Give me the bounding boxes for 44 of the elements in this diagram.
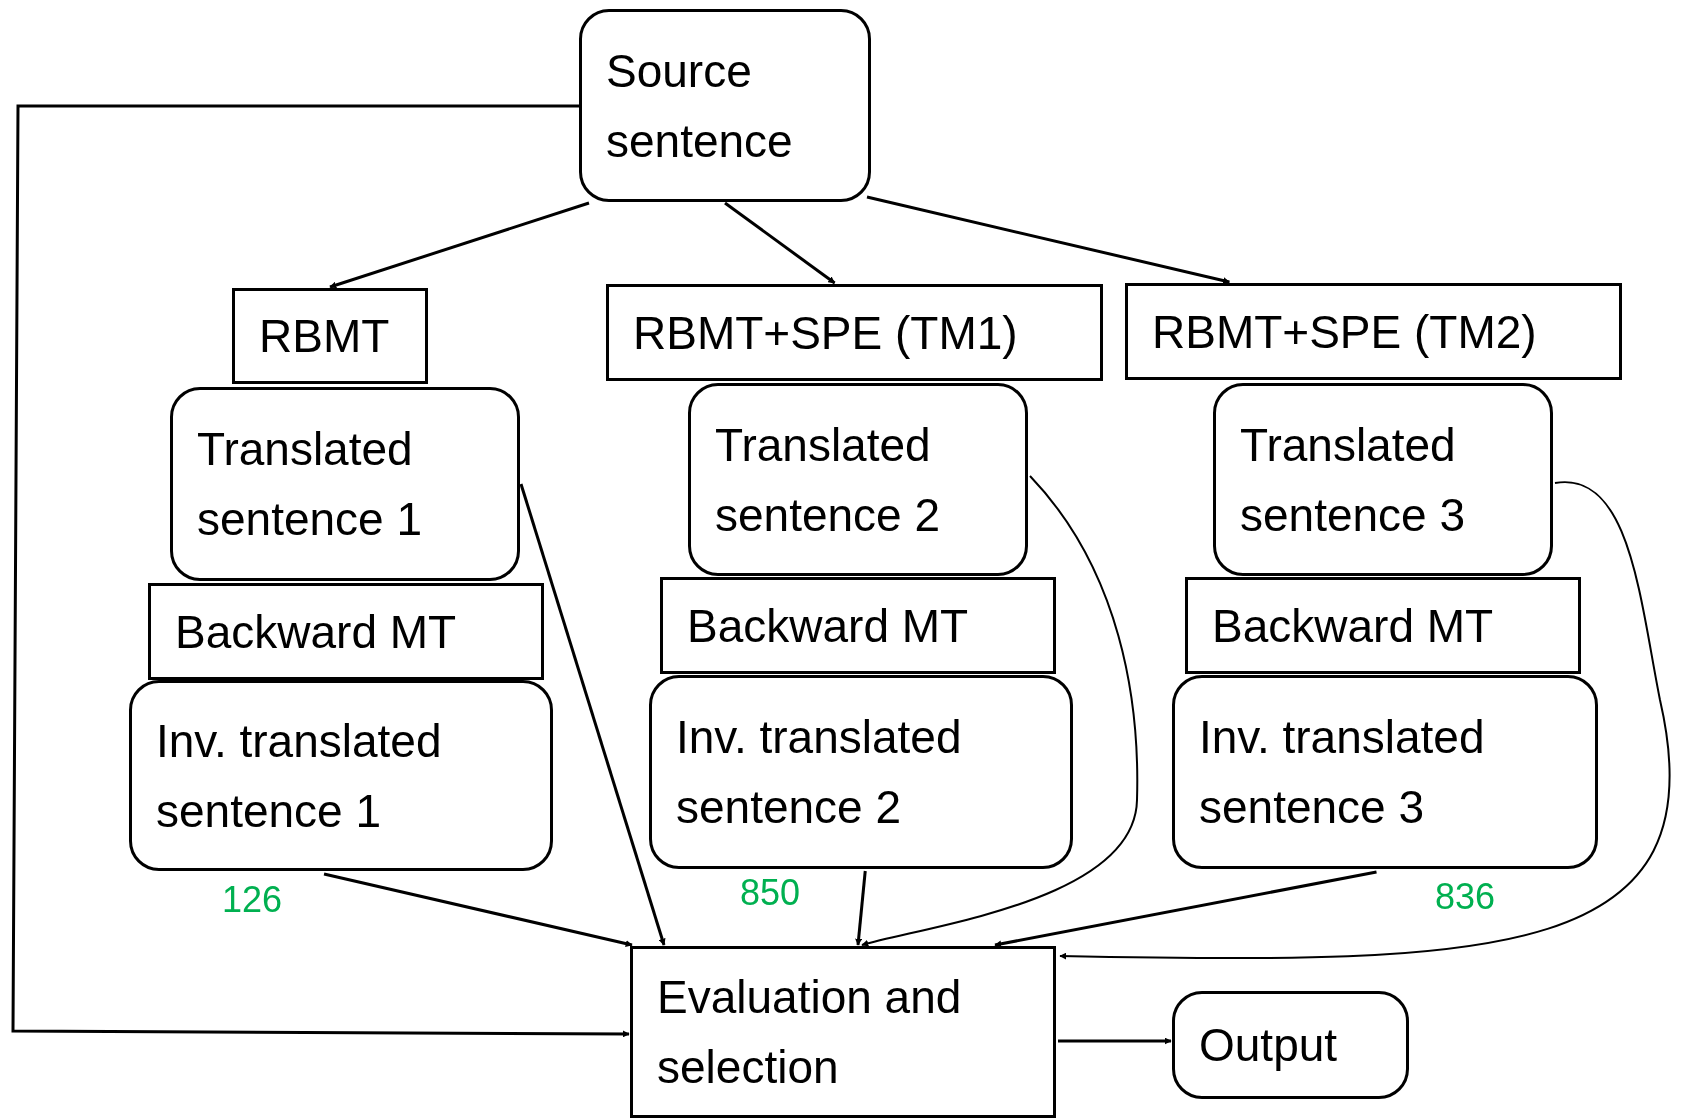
process-box [630, 946, 1056, 1118]
node-text: RBMT+SPE (TM1) [633, 305, 1019, 361]
rounded-box [1172, 991, 1409, 1099]
count-label: 126 [222, 880, 283, 920]
arrow [11, 104, 630, 1038]
arrow [866, 195, 1231, 284]
node-text: RBMT [259, 309, 391, 364]
node-text: Translated sentence 3 [1240, 417, 1467, 543]
arrow [519, 483, 666, 946]
node-text: Output [1199, 1018, 1339, 1073]
node-text: Inv. translated sentence 3 [1199, 710, 1486, 835]
node-text: Backward MT [687, 598, 970, 654]
process-box [148, 583, 544, 680]
node-text: Source sentence [606, 43, 794, 169]
rounded-box [649, 675, 1073, 869]
rounded-box [129, 680, 553, 871]
arrow [323, 872, 633, 947]
process-box [1185, 577, 1581, 674]
count-label: 836 [1435, 877, 1496, 917]
node-text: Backward MT [175, 604, 458, 660]
arrow [724, 201, 836, 285]
arrow [994, 870, 1377, 948]
node-text: RBMT+SPE (TM2) [1152, 304, 1538, 360]
process-box [232, 288, 428, 384]
node-text: Evaluation and selection [657, 970, 963, 1095]
rounded-box [688, 383, 1028, 576]
arrow [1058, 1037, 1172, 1045]
count-label: 850 [740, 873, 801, 913]
node-text: Inv. translated sentence 1 [156, 713, 443, 839]
arrow [1059, 481, 1671, 960]
node-text: Backward MT [1212, 598, 1495, 654]
rounded-box [1213, 383, 1553, 576]
arrow [329, 201, 590, 289]
node-text: Translated sentence 2 [715, 417, 942, 543]
rounded-box [579, 9, 871, 202]
process-box [606, 284, 1103, 381]
process-box [660, 577, 1056, 674]
node-text: Translated sentence 1 [197, 422, 424, 547]
rounded-box [170, 387, 520, 581]
process-box [1125, 283, 1622, 380]
arrow [855, 870, 867, 946]
node-text: Inv. translated sentence 2 [676, 710, 963, 835]
rounded-box [1172, 675, 1598, 869]
arrow [861, 475, 1139, 947]
